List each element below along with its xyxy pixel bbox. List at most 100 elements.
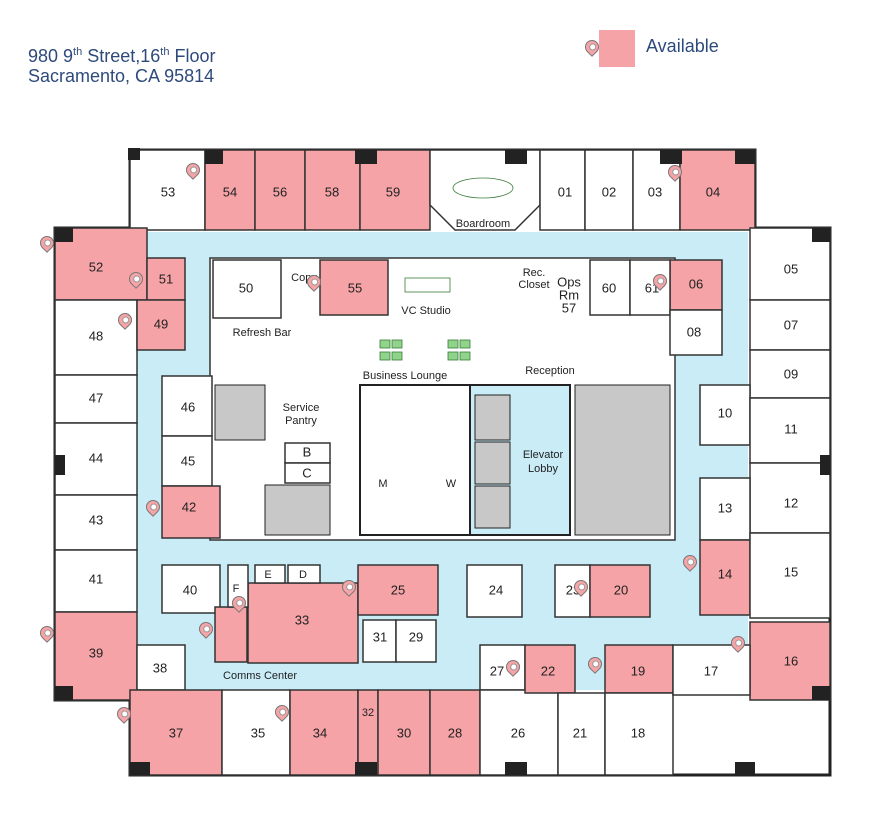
room-13[interactable] — [699, 477, 751, 541]
room-29[interactable] — [395, 619, 437, 663]
room-08-label: 08 — [687, 324, 701, 339]
structural-columns — [55, 148, 830, 775]
room-01[interactable] — [539, 149, 586, 231]
restroom-w-label: W — [446, 478, 457, 490]
elevator-core-right — [574, 384, 671, 536]
restroom-core — [359, 384, 471, 536]
room-b-label: B — [303, 444, 312, 459]
room-02[interactable] — [584, 149, 634, 231]
room-24[interactable] — [466, 564, 523, 618]
room-10[interactable] — [699, 384, 751, 446]
room-24-label: 24 — [489, 582, 503, 597]
room-22[interactable] — [524, 644, 576, 694]
elevator-3 — [474, 485, 511, 529]
room-34-label: 34 — [313, 725, 327, 740]
stair-b — [264, 484, 331, 536]
room-02-label: 02 — [602, 184, 616, 199]
room-26[interactable] — [479, 689, 559, 776]
room-11[interactable] — [749, 397, 831, 464]
room-51[interactable] — [146, 257, 186, 301]
rec-closet-label-1: Rec. — [523, 267, 546, 279]
room-13-label: 13 — [718, 500, 732, 515]
room-41[interactable] — [54, 549, 138, 613]
room-33[interactable] — [247, 582, 359, 664]
room-31-label: 31 — [373, 629, 387, 644]
room-44[interactable] — [54, 422, 138, 496]
ops-label-3: 57 — [562, 300, 576, 315]
room-08[interactable] — [669, 309, 723, 356]
room-38[interactable] — [136, 644, 186, 691]
room-39-label: 39 — [89, 645, 103, 660]
elevator-lobby-label-2: Lobby — [528, 463, 558, 475]
room-42[interactable] — [161, 485, 221, 539]
room-30[interactable] — [377, 689, 431, 776]
room-17-label: 17 — [704, 663, 718, 678]
service-pantry-label-1: Service — [283, 402, 320, 414]
room-01-label: 01 — [558, 184, 572, 199]
room-56[interactable] — [254, 149, 306, 231]
room-d[interactable] — [287, 564, 321, 584]
legend-available-label: Available — [646, 36, 719, 56]
room-07-label: 07 — [784, 317, 798, 332]
room-19-label: 19 — [631, 663, 645, 678]
legend-available-swatch — [599, 30, 635, 67]
room-39[interactable] — [54, 611, 138, 701]
room-05-label: 05 — [784, 261, 798, 276]
room-41-label: 41 — [89, 571, 103, 586]
room-09-label: 09 — [784, 366, 798, 381]
room-20-label: 20 — [614, 582, 628, 597]
room-16-label: 16 — [784, 653, 798, 668]
room-32-label: 32 — [362, 707, 374, 719]
refresh-bar-label: Refresh Bar — [233, 327, 292, 339]
room-c[interactable] — [284, 462, 331, 484]
room-46[interactable] — [161, 375, 213, 437]
room-45-label: 45 — [181, 453, 195, 468]
room-49-label: 49 — [154, 316, 168, 331]
room-47[interactable] — [54, 374, 138, 424]
room-60[interactable] — [589, 259, 631, 316]
room-33-label: 33 — [295, 612, 309, 627]
room-59-label: 59 — [386, 184, 400, 199]
comms-room-avail[interactable] — [214, 606, 248, 663]
room-37[interactable] — [129, 689, 223, 776]
room-e[interactable] — [254, 564, 286, 584]
room-48-label: 48 — [89, 328, 103, 343]
room-09[interactable] — [749, 349, 831, 399]
room-c-label: C — [302, 465, 311, 480]
stair-a — [214, 384, 266, 441]
room-34[interactable] — [289, 689, 359, 776]
room-15[interactable] — [749, 532, 831, 619]
room-46-label: 46 — [181, 399, 195, 414]
room-45[interactable] — [161, 435, 213, 487]
room-44-label: 44 — [89, 450, 103, 465]
elevator-2 — [474, 441, 511, 485]
room-30-label: 30 — [397, 725, 411, 740]
room-40[interactable] — [161, 564, 221, 614]
rec-closet-label-2: Closet — [518, 279, 549, 291]
room-20[interactable] — [589, 564, 651, 618]
room-58[interactable] — [304, 149, 361, 231]
restroom-m-label: M — [378, 478, 387, 490]
room-04-label: 04 — [706, 184, 720, 199]
room-31[interactable] — [362, 619, 397, 663]
room-40-label: 40 — [183, 582, 197, 597]
room-43-label: 43 — [89, 512, 103, 527]
room-58-label: 58 — [325, 184, 339, 199]
room-54-label: 54 — [223, 184, 237, 199]
room-25[interactable] — [357, 564, 439, 616]
room-f-label: F — [233, 583, 240, 595]
room-60-label: 60 — [602, 280, 616, 295]
room-07[interactable] — [749, 299, 831, 351]
room-50[interactable] — [212, 259, 282, 319]
room-26-label: 26 — [511, 725, 525, 740]
room-55[interactable] — [319, 259, 389, 316]
room-21[interactable] — [557, 692, 606, 776]
room-43[interactable] — [54, 494, 138, 551]
room-17[interactable] — [672, 644, 751, 696]
room-35-label: 35 — [251, 725, 265, 740]
room-14[interactable] — [699, 539, 751, 616]
room-51-label: 51 — [159, 271, 173, 286]
room-49[interactable] — [136, 299, 186, 351]
room-18[interactable] — [604, 692, 674, 776]
elevator-1 — [474, 394, 511, 441]
